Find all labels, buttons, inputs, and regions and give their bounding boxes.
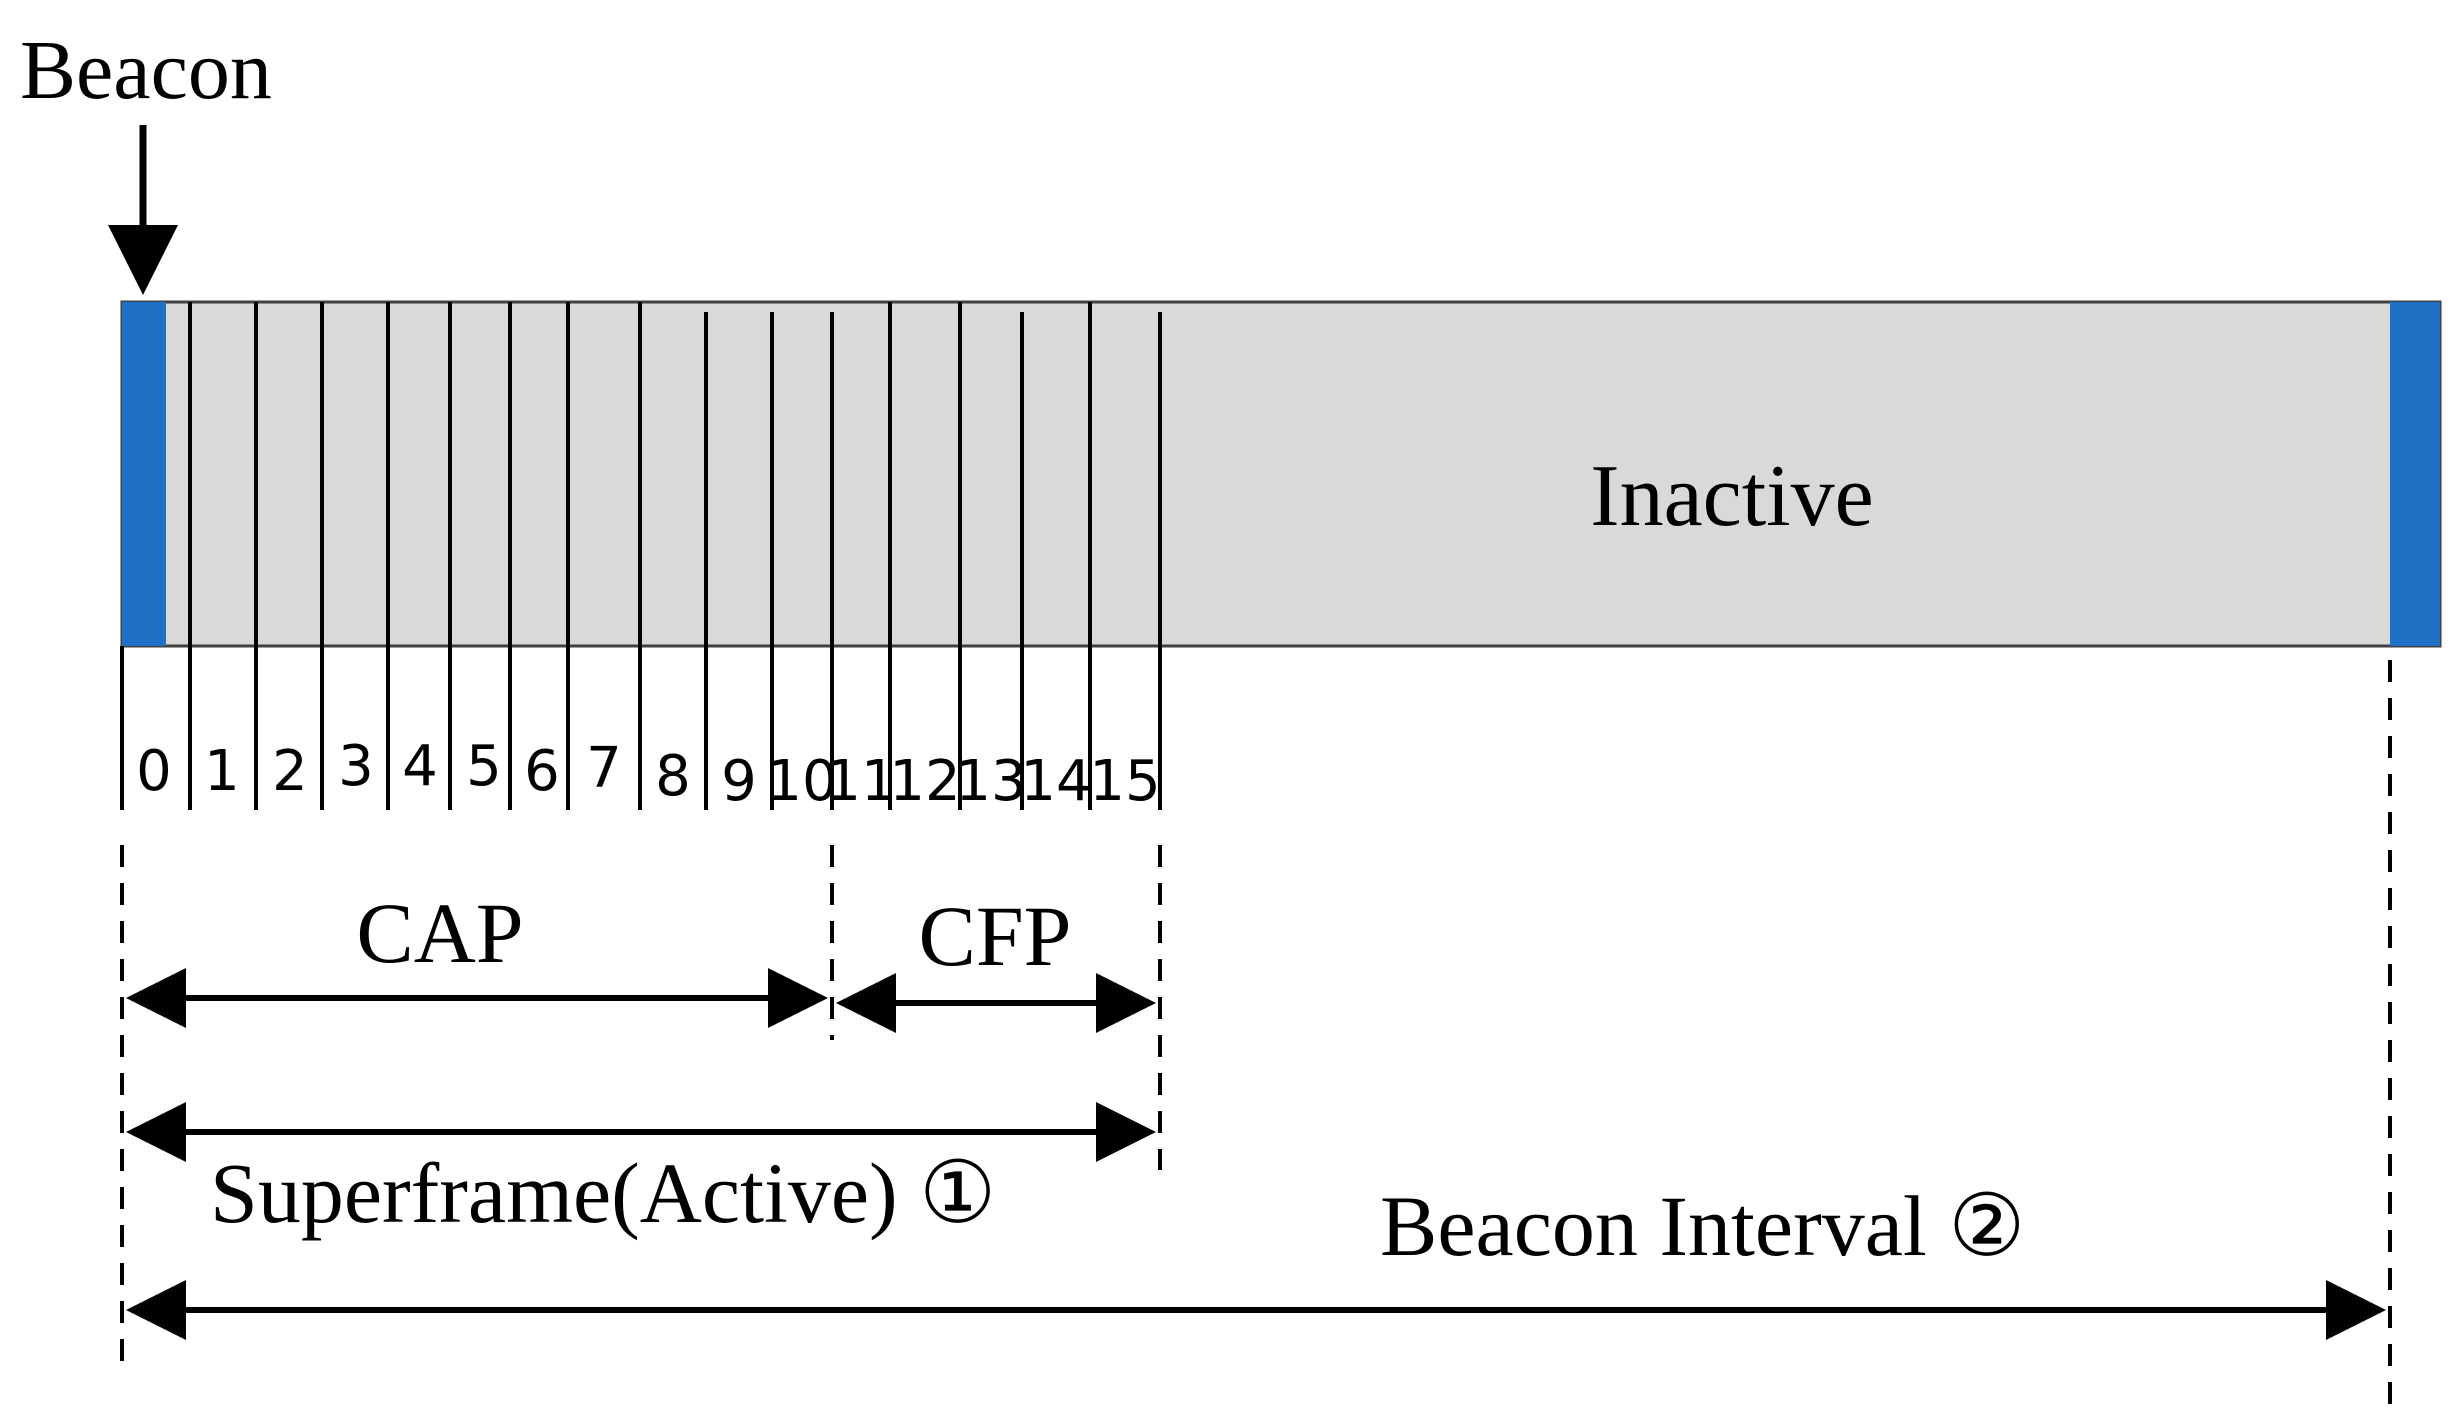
slot-number: 6 (524, 739, 560, 804)
slot-numbers: 0 1 2 3 4 5 6 7 8 9 10 11 12 13 14 15 (136, 734, 1160, 814)
superframe-label: Superframe(Active) ① (210, 1145, 996, 1241)
slot-number: 5 (466, 734, 502, 799)
slot-number: 8 (655, 744, 691, 809)
slot-number: 2 (272, 739, 308, 804)
dashed-guides (120, 660, 2392, 1405)
slot-number: 7 (586, 736, 622, 801)
slot-number: 1 (204, 739, 240, 804)
beacon-block-start (122, 302, 166, 646)
inactive-label: Inactive (1590, 448, 1873, 545)
slot-number: 0 (136, 739, 172, 804)
slot-number: 9 (721, 749, 757, 814)
cfp-label: CFP (918, 888, 1071, 984)
slot-number: 13 (955, 749, 1026, 814)
slot-number: 3 (338, 734, 374, 799)
slot-number: 10 (766, 749, 837, 814)
beacon-block-end (2390, 302, 2440, 646)
slot-number: 15 (1089, 749, 1160, 814)
cap-label: CAP (356, 885, 523, 981)
beacon-label: Beacon (20, 24, 272, 117)
slot-number: 11 (825, 749, 896, 814)
beacon-interval-label: Beacon Interval ② (1380, 1178, 2025, 1274)
slot-number: 12 (889, 749, 960, 814)
slot-number: 4 (402, 734, 438, 799)
slot-boundaries (120, 302, 1162, 810)
slot-number: 14 (1020, 749, 1091, 814)
frame-bar (120, 300, 2442, 648)
